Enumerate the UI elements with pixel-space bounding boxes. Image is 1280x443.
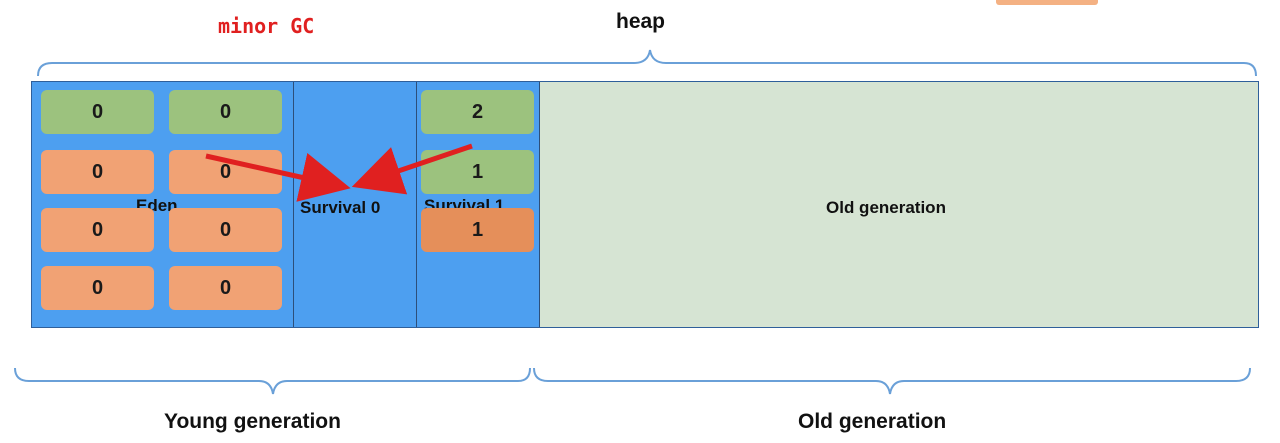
survival-1-object: 2: [421, 90, 534, 134]
heap-brace: [37, 49, 1257, 77]
survival-0-label: Survival 0: [300, 198, 381, 217]
young-generation-brace: [14, 367, 531, 395]
eden-object: 0: [169, 150, 282, 194]
eden-object: 0: [41, 90, 154, 134]
eden-object: 0: [41, 266, 154, 310]
old-generation-region: [540, 82, 1258, 327]
old-generation-bottom-label: Old generation: [798, 410, 947, 433]
arrow-eden-to-survival0: [205, 152, 351, 202]
old-generation-brace: [533, 367, 1251, 395]
survival-1-object: 1: [421, 208, 534, 252]
arrow-survival1-to-survival0: [351, 143, 473, 195]
eden-object: 0: [41, 150, 154, 194]
eden-object: 0: [169, 90, 282, 134]
heap-border: [31, 81, 1259, 328]
old-generation-label: Old generation: [826, 198, 946, 217]
minor-gc-title: minor GC: [218, 14, 315, 38]
young-generation-label: Young generation: [164, 410, 341, 433]
corner-highlight: [996, 0, 1098, 5]
eden-object: 0: [169, 208, 282, 252]
eden-object: 0: [169, 266, 282, 310]
eden-object: 0: [41, 208, 154, 252]
survival-0-region: [294, 82, 417, 327]
heap-title: heap: [616, 10, 666, 33]
